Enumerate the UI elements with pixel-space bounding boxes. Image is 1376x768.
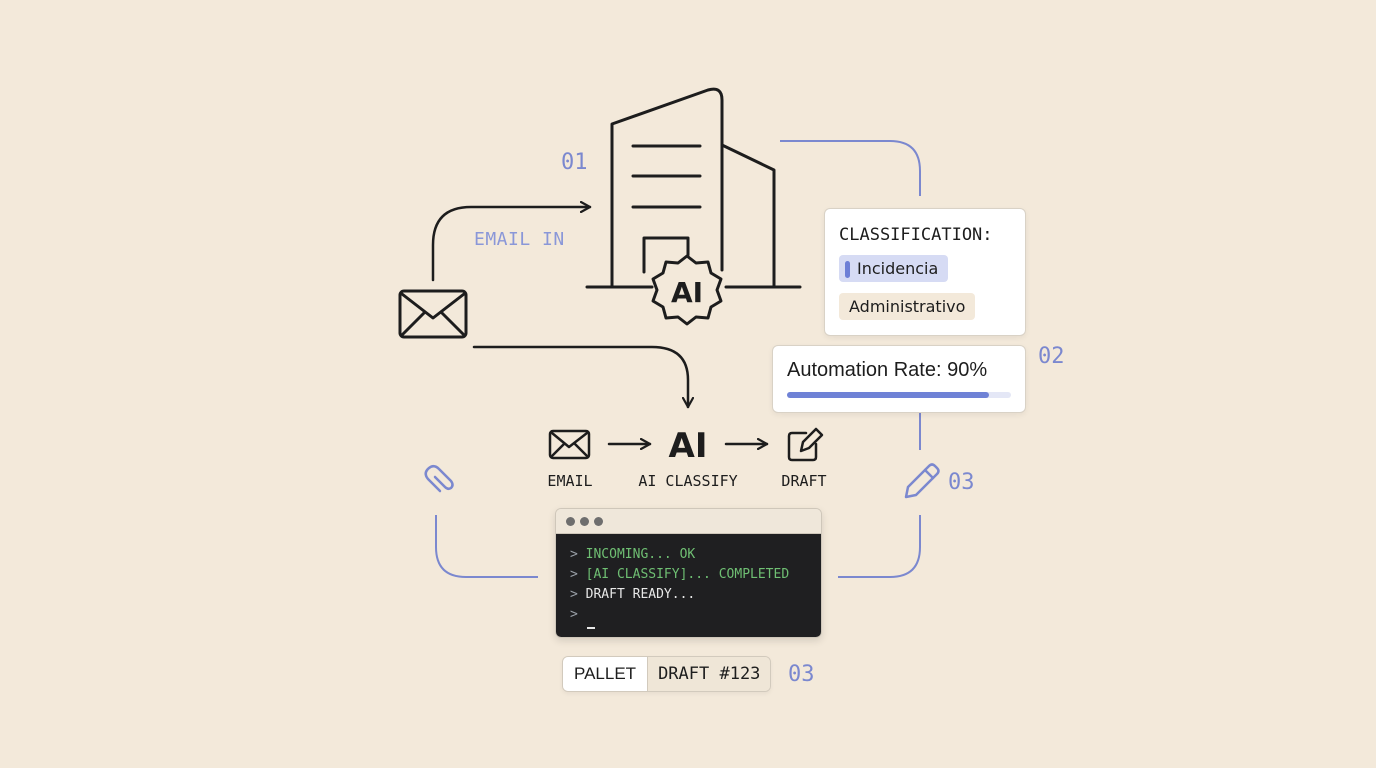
office-building-icon [585, 87, 802, 289]
classification-tag-administrativo[interactable]: Administrativo [839, 293, 976, 320]
classification-card: CLASSIFICATION: Incidencia Administrativ… [824, 208, 1026, 336]
draft-id-tab[interactable]: DRAFT #123 [648, 657, 771, 691]
automation-rate-bar [787, 392, 1011, 398]
pipeline-ai-text: AI [669, 426, 708, 466]
terminal-prompt: > [570, 547, 578, 562]
terminal-line: > DRAFT READY... [570, 587, 695, 602]
draft-edit-icon [787, 427, 824, 462]
email-in-label: EMAIL IN [474, 229, 565, 250]
ai-badge-text: AI [671, 276, 703, 309]
pipeline-email-label: EMAIL [547, 472, 593, 490]
email-in-arrow [431, 207, 592, 282]
pipeline-email-icon [548, 429, 591, 460]
loop-connectors [435, 140, 921, 578]
step-number-03-right: 03 [948, 470, 975, 495]
classification-title: CLASSIFICATION: [839, 225, 993, 245]
automation-rate-label: Automation Rate: 90% [787, 359, 988, 381]
pipeline-draft-label: DRAFT [781, 472, 827, 490]
classification-tag-incidencia[interactable]: Incidencia [839, 255, 949, 282]
terminal-line: > [AI CLASSIFY]... COMPLETED [570, 567, 789, 582]
step-number-01: 01 [561, 150, 588, 175]
pencil-icon [904, 463, 940, 499]
terminal-line: > INCOMING... OK [570, 547, 695, 562]
draft-reference-pill: PALLET DRAFT #123 [562, 656, 772, 692]
step-number-02: 02 [1038, 344, 1065, 369]
terminal-line-text: DRAFT READY... [585, 587, 696, 602]
pipeline-ai-classify-label: AI CLASSIFY [638, 472, 738, 490]
connector-right-bottom [838, 515, 921, 578]
window-dot-icon [594, 517, 603, 526]
envelope-icon [398, 289, 468, 339]
window-dot-icon [580, 517, 589, 526]
terminal-cursor [587, 627, 595, 629]
email-to-pipeline-arrow [472, 345, 688, 409]
terminal-body: > INCOMING... OK > [AI CLASSIFY]... COMP… [556, 534, 821, 637]
pallet-tab[interactable]: PALLET [563, 657, 649, 691]
paperclip-icon [424, 465, 454, 493]
window-dot-icon [566, 517, 575, 526]
terminal-line: > [570, 607, 586, 622]
automation-rate-bar-fill [787, 392, 989, 398]
terminal-prompt: > [570, 607, 578, 622]
ai-badge-icon [651, 254, 723, 326]
terminal-prompt: > [570, 567, 578, 582]
terminal-title-bar [556, 509, 821, 534]
terminal-line-text: INCOMING... OK [585, 547, 696, 562]
connector-top-right [780, 140, 921, 196]
terminal-window: > INCOMING... OK > [AI CLASSIFY]... COMP… [555, 508, 822, 638]
step-number-03-bottom: 03 [788, 662, 815, 687]
automation-rate-card: Automation Rate: 90% [772, 345, 1026, 413]
terminal-prompt: > [570, 587, 578, 602]
terminal-line-text: [AI CLASSIFY]... COMPLETED [585, 567, 790, 582]
connector-left-bottom [435, 515, 538, 578]
